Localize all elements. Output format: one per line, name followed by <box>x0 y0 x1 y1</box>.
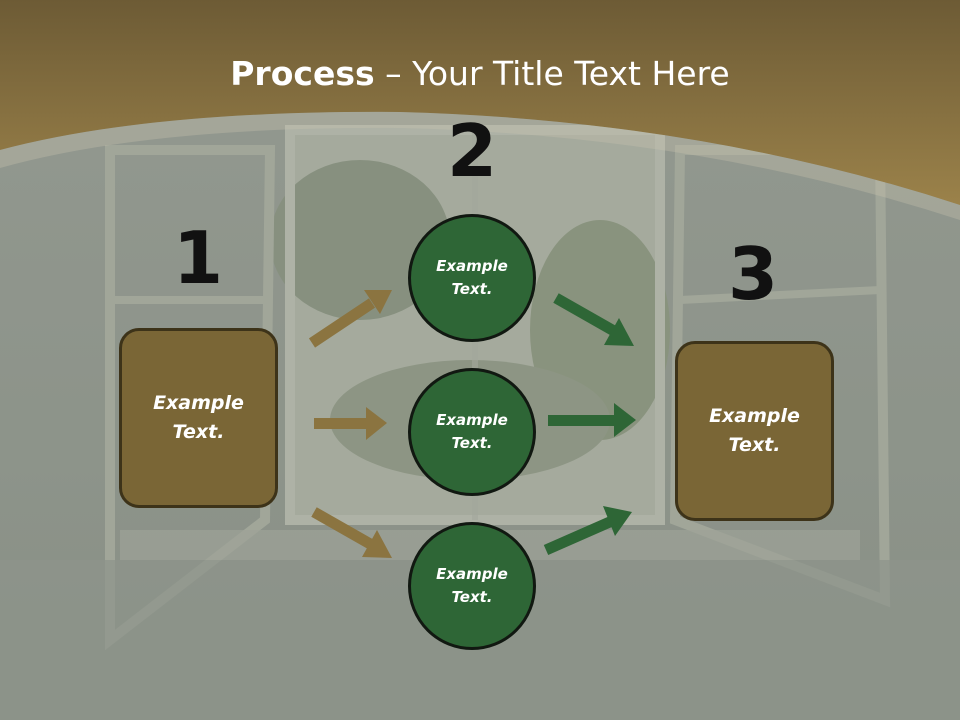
circle-bottom-label: Example Text. <box>436 565 508 606</box>
step-2-circle-top: Example Text. <box>408 214 536 342</box>
step-1-box: Example Text. <box>119 328 278 508</box>
arrow-1-to-2-top <box>308 290 392 348</box>
slide-title: Process – Your Title Text Here <box>0 54 960 93</box>
step-number-3: 3 <box>727 232 779 316</box>
arrow-2-to-3-top <box>553 293 634 346</box>
arrow-2-to-3-middle <box>548 403 636 437</box>
step-3-box: Example Text. <box>675 341 834 521</box>
step-3-label: Example Text. <box>709 405 800 456</box>
step-1-label: Example Text. <box>153 392 244 443</box>
step-2-circle-middle: Example Text. <box>408 368 536 496</box>
step-number-2: 2 <box>446 109 498 193</box>
arrow-1-to-2-middle <box>314 407 387 440</box>
circle-middle-label: Example Text. <box>436 411 508 452</box>
title-bold: Process <box>230 54 375 93</box>
title-rest: – Your Title Text Here <box>374 54 730 93</box>
arrow-1-to-2-bottom <box>311 507 392 558</box>
step-number-1: 1 <box>172 216 224 300</box>
circle-top-label: Example Text. <box>436 257 508 298</box>
step-2-circle-bottom: Example Text. <box>408 522 536 650</box>
arrow-2-to-3-bottom <box>543 506 632 556</box>
